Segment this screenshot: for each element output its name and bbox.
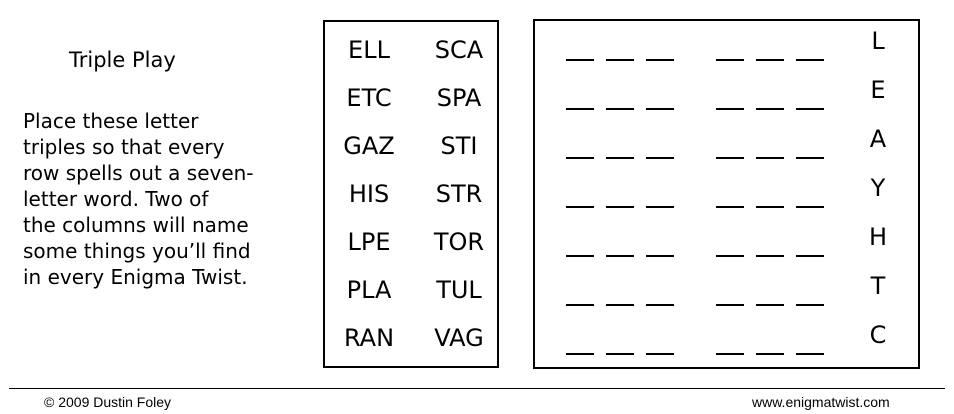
triple: STR [435,180,483,208]
row-given-letter: T [870,272,886,300]
letter-blank [716,353,744,355]
triple: TOR [433,228,485,256]
triple: VAG [434,324,484,352]
letter-blank [646,353,674,355]
letter-blank [796,353,824,355]
triple: GAZ [343,132,395,160]
letter-blank [796,304,824,306]
triple: PLA [346,276,392,304]
instruction-line: the columns will name [23,213,249,237]
letter-blank [796,255,824,257]
letter-blank [646,255,674,257]
instructions: Place these letter triples so that every… [23,108,303,290]
letter-blank [756,255,784,257]
letter-blank [566,255,594,257]
letter-blank [796,157,824,159]
instruction-line: row spells out a seven- [23,161,254,185]
letter-blank [716,108,744,110]
letter-triples-box: ELL ETC GAZ HIS LPE PLA RAN SCA SPA STI … [323,20,499,368]
letter-blank [606,108,634,110]
letter-blank [566,59,594,61]
letter-blank [646,157,674,159]
letter-blank [566,108,594,110]
instruction-line: some things you’ll find [23,239,251,263]
letter-blank [716,157,744,159]
letter-blank [606,206,634,208]
letter-blank [566,206,594,208]
row-given-letter: L [871,27,885,55]
answer-grid-box [533,19,920,369]
triple: LPE [347,228,391,256]
letter-blank [716,206,744,208]
instruction-line: triples so that every [23,135,225,159]
copyright-text: © 2009 Dustin Foley [44,394,172,410]
instruction-line: Place these letter [23,109,199,133]
triple: ETC [346,84,392,112]
website-url: www.enigmatwist.com [752,394,890,410]
letter-blank [566,157,594,159]
puzzle-title: Triple Play [69,48,176,72]
letter-blank [606,59,634,61]
letter-blank [646,304,674,306]
letter-blank [646,108,674,110]
letter-blank [646,206,674,208]
letter-blank [716,59,744,61]
letter-blank [756,353,784,355]
letter-blank [756,304,784,306]
footer-divider [9,388,945,389]
letter-blank [716,255,744,257]
letter-blank [756,108,784,110]
letter-blank [566,304,594,306]
row-given-letter: Y [870,174,886,202]
letter-blank [606,304,634,306]
row-given-letter: A [869,125,887,153]
letter-blank [716,304,744,306]
triple: ELL [348,36,390,64]
letter-blank [756,157,784,159]
triple: HIS [348,180,390,208]
letter-blank [756,59,784,61]
triple: SCA [434,36,484,64]
letter-blank [646,59,674,61]
letter-blank [796,206,824,208]
letter-blank [606,157,634,159]
letter-blank [756,206,784,208]
row-given-letter: H [868,223,888,251]
instruction-line: in every Enigma Twist. [23,265,248,289]
triple: RAN [343,324,395,352]
triple: STI [440,132,478,160]
letter-blank [796,59,824,61]
letter-blank [796,108,824,110]
row-given-letter: E [870,76,886,104]
letter-blank [566,353,594,355]
triple: TUL [436,276,482,304]
letter-blank [606,353,634,355]
triple: SPA [436,84,482,112]
letter-blank [606,255,634,257]
row-given-letter: C [869,321,887,349]
instruction-line: letter word. Two of [23,187,209,211]
